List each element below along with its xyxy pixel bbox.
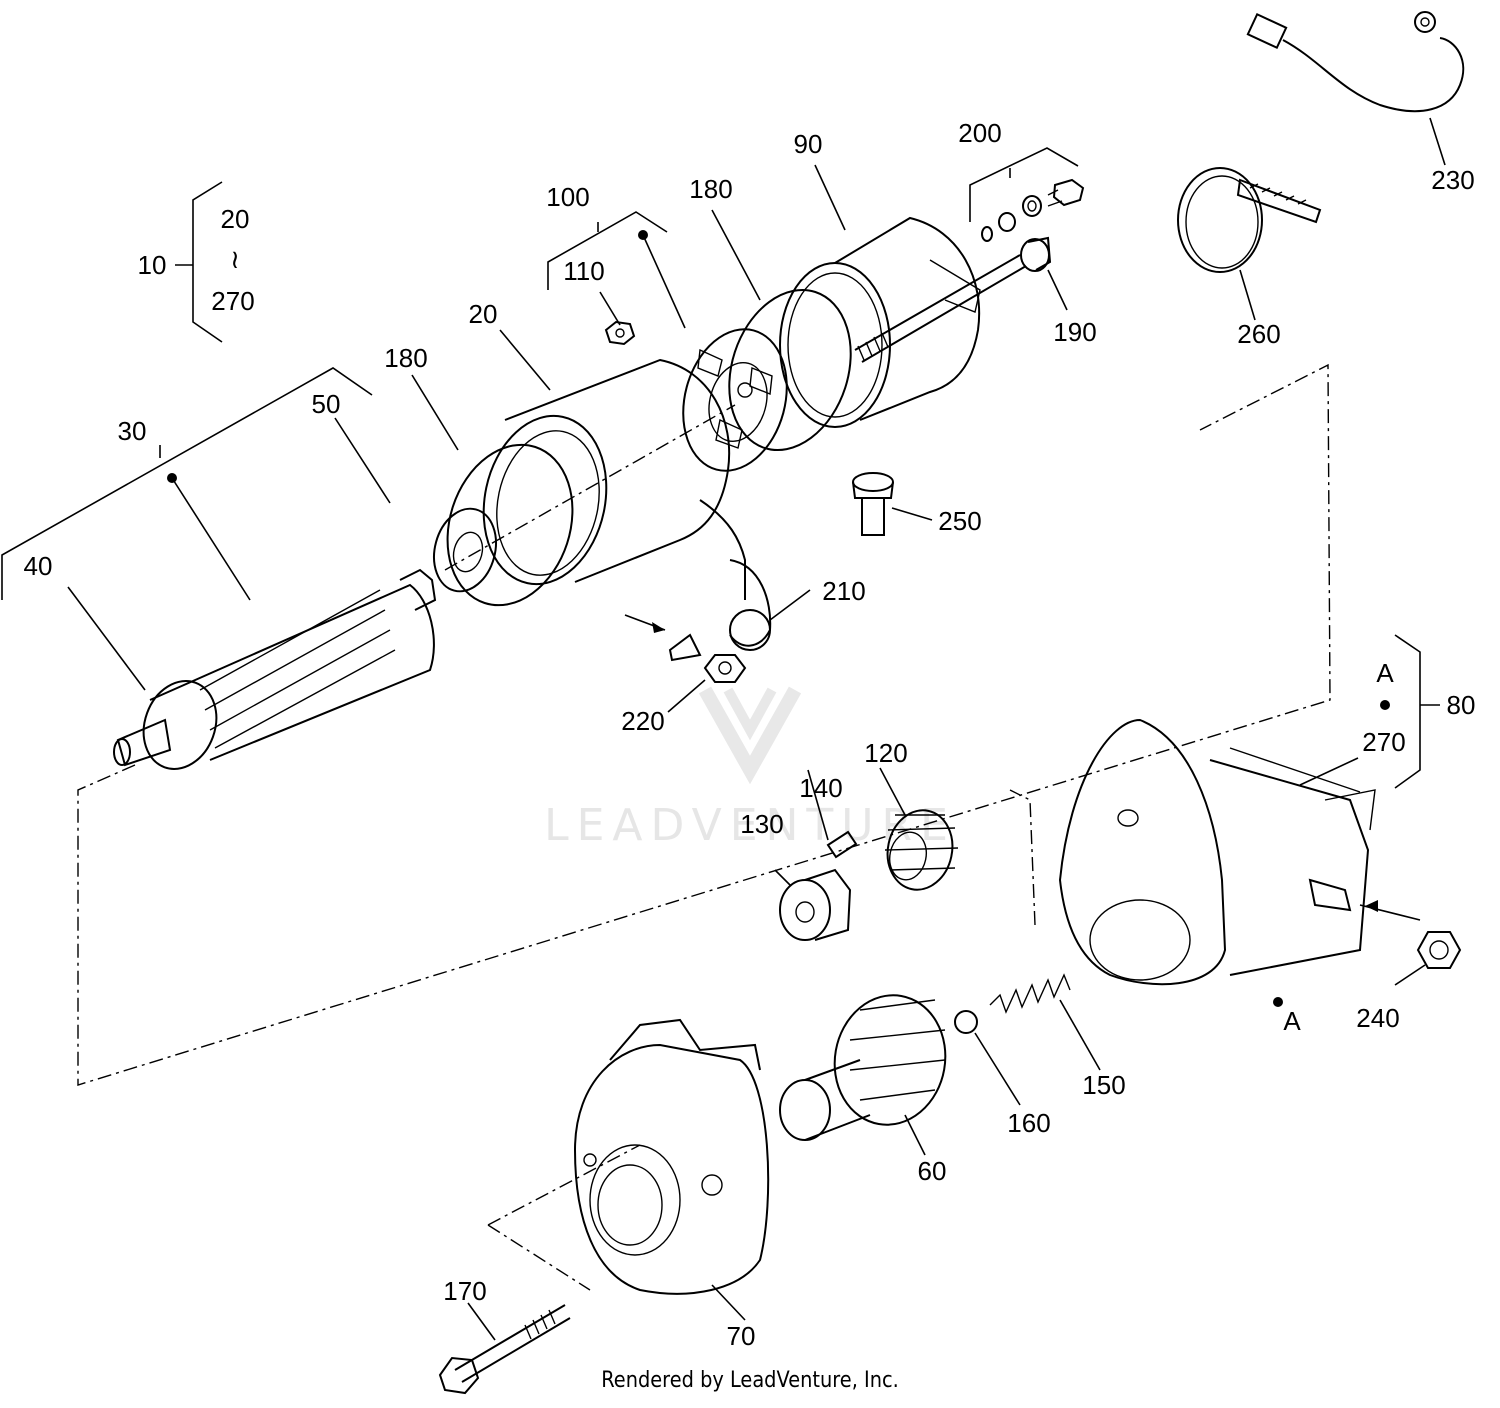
part-160-ball: [954, 1010, 978, 1034]
callout-labels: 10 20 ≀ 270 20 30 40 50 60 70 80 90 100 …: [24, 118, 1476, 1351]
callout-70: 70: [727, 1321, 756, 1351]
callout-10: 10: [138, 250, 167, 280]
callout-60: 60: [918, 1156, 947, 1186]
part-20-yoke-housing: [482, 358, 772, 662]
callout-40: 40: [24, 551, 53, 581]
callout-210: 210: [822, 576, 865, 606]
callout-190: 190: [1053, 317, 1096, 347]
dot-markers: [167, 230, 1390, 1007]
callout-90: 90: [794, 129, 823, 159]
callout-80: 80: [1447, 690, 1476, 720]
part-250-plunger: [852, 472, 894, 536]
callout-200: 200: [958, 118, 1001, 148]
part-150-spring: [989, 973, 1071, 1014]
callout-A-lower: A: [1283, 1006, 1301, 1036]
callout-130: 130: [740, 809, 783, 839]
part-80-drive-housing: [1058, 718, 1421, 986]
callout-50: 50: [312, 389, 341, 419]
callout-A-upper: A: [1376, 658, 1394, 688]
part-50-bearing: [433, 507, 497, 593]
callout-150: 150: [1082, 1070, 1125, 1100]
part-140-pin: [826, 830, 858, 859]
assembly-guide-lines: [77, 363, 1331, 1291]
part-170-bolt: [438, 1304, 571, 1395]
part-260-strap-band: [1177, 167, 1322, 273]
part-120-idler-gear: [884, 809, 959, 891]
callout-110: 110: [563, 256, 604, 286]
callout-220: 220: [621, 706, 664, 736]
callout-180-lower: 180: [384, 343, 427, 373]
callout-260: 260: [1237, 319, 1280, 349]
part-240-nut: [1416, 931, 1462, 969]
callout-20-range-start: 20: [221, 204, 250, 234]
part-190-through-bolt: [854, 236, 1052, 363]
part-40-armature: [113, 568, 437, 770]
part-60-pinion-clutch: [779, 994, 947, 1141]
part-90-end-cover: [779, 216, 981, 428]
part-230-wire-lead: [1246, 11, 1465, 113]
callout-160: 160: [1007, 1108, 1050, 1138]
callout-230: 230: [1431, 165, 1474, 195]
part-70-drive-end-frame: [573, 1018, 770, 1295]
watermark: LEADVENTURE: [544, 686, 956, 851]
part-180-o-rings: [446, 288, 852, 607]
callout-240: 240: [1356, 1003, 1399, 1033]
callout-range-tilde: ≀: [230, 244, 240, 274]
part-130-clutch-collar: [779, 868, 852, 941]
part-110-nut: [604, 320, 636, 346]
leader-lines: [1, 117, 1446, 1341]
callout-100: 100: [546, 182, 589, 212]
callout-250: 250: [938, 506, 981, 536]
part-100-brush-holder: [682, 328, 788, 472]
callout-270-range-end: 270: [211, 286, 254, 316]
part-220-nut: [703, 654, 747, 683]
callout-140: 140: [799, 773, 842, 803]
callout-270: 270: [1362, 727, 1405, 757]
callout-170: 170: [443, 1276, 486, 1306]
watermark-text: LEADVENTURE: [544, 800, 956, 851]
callout-120: 120: [864, 738, 907, 768]
callout-20: 20: [469, 299, 498, 329]
render-credit: Rendered by LeadVenture, Inc.: [601, 1368, 899, 1393]
callout-180-upper: 180: [689, 174, 732, 204]
part-200-nut-washer-set: [981, 178, 1085, 242]
callout-30: 30: [118, 416, 147, 446]
